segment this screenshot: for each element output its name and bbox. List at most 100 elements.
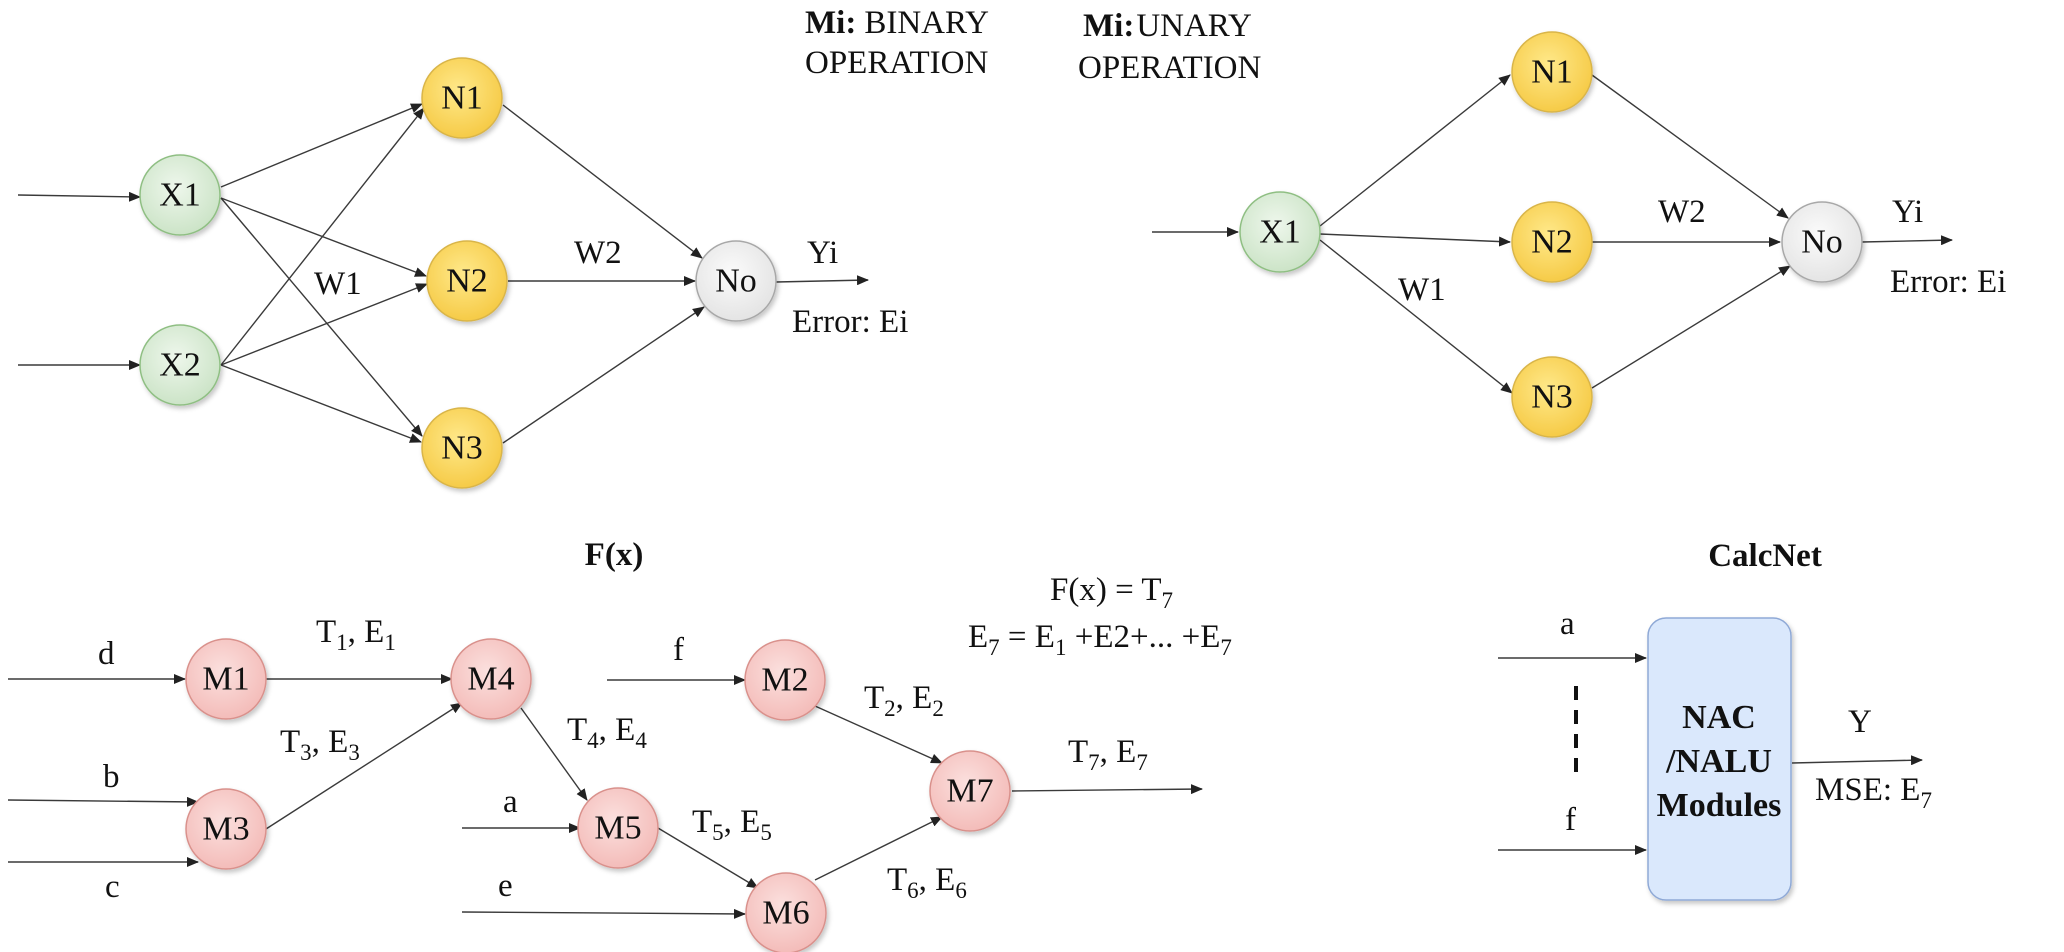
calcnet-input-label-f: f xyxy=(1565,802,1576,838)
fx-edge-m5-m6 xyxy=(657,827,759,889)
fx-edge-label-m4-m5: T4, E4 xyxy=(567,712,647,753)
unary-w1-label: W1 xyxy=(1398,272,1446,308)
fx-edge-label-m3-m4: T3, E3 xyxy=(280,724,360,765)
fx-formula-line-2: E7 = E1 +E2+... +E7 xyxy=(968,619,1232,660)
fx-edge-label-m1-m4: T1, E1 xyxy=(316,614,396,655)
binary-error-label: Error: Ei xyxy=(792,304,908,340)
unary-w2-label: W2 xyxy=(1658,194,1706,230)
unary-edge-x1-n1 xyxy=(1319,74,1511,227)
fx-node-m4: M4 xyxy=(450,638,532,720)
legend-unary: Mi:UNARY OPERATION xyxy=(1078,8,1262,86)
unary-node-n1: N1 xyxy=(1511,31,1593,113)
calcnet-box-line-3: Modules xyxy=(1657,787,1782,824)
fx-edge-m3-m4 xyxy=(265,702,463,830)
fx-edge-label-m5-m6: T5, E5 xyxy=(692,804,772,845)
binary-edge-n3-no xyxy=(502,306,705,444)
fx-node-m1: M1 xyxy=(185,638,267,720)
fx-input-label-e: e xyxy=(498,868,513,904)
fx-input-label-f: f xyxy=(673,632,684,668)
svg-text:X1: X1 xyxy=(1259,214,1301,251)
binary-node-n2: N2 xyxy=(426,240,508,322)
unary-node-x1: X1 xyxy=(1239,191,1321,273)
unary-edge-x1-n2 xyxy=(1319,233,1511,247)
fx-input-label-b: b xyxy=(103,759,120,795)
binary-w2-label: W2 xyxy=(574,235,622,271)
svg-text:N1: N1 xyxy=(441,80,483,117)
fx-edge-m6-m7 xyxy=(814,816,943,881)
fx-edge-m7-output xyxy=(1011,784,1203,795)
fx-title: F(x) xyxy=(585,537,644,573)
binary-input-arrow-x1 xyxy=(17,191,141,202)
fx-node-m7: M7 xyxy=(929,750,1011,832)
fx-input-arrow-e xyxy=(461,908,746,919)
calcnet-box-line-1: NAC xyxy=(1682,699,1756,736)
fx-edge-label-m7-output: T7, E7 xyxy=(1068,734,1148,775)
svg-text:Mi:BINARY: Mi:BINARY xyxy=(805,5,989,41)
legend-binary-key: Mi: xyxy=(805,5,856,41)
svg-text:M5: M5 xyxy=(594,810,641,847)
binary-edge-x2-n1 xyxy=(220,107,425,366)
svg-text:No: No xyxy=(1801,224,1843,261)
calcnet-module-box: NAC /NALU Modules xyxy=(1647,617,1792,901)
fx-node-m2: M2 xyxy=(744,639,826,721)
svg-text:M3: M3 xyxy=(202,811,249,848)
calcnet-output-label: Y xyxy=(1848,704,1872,740)
binary-edge-x1-n1 xyxy=(220,103,423,188)
fx-node-m3: M3 xyxy=(185,788,267,870)
legend-unary-key: Mi: xyxy=(1083,8,1134,44)
svg-text:M4: M4 xyxy=(467,661,514,698)
unary-error-label: Error: Ei xyxy=(1890,264,2006,300)
calcnet-box-line-2: /NALU xyxy=(1665,743,1772,780)
binary-network: W1 W2 Yi Error: Ei X1 X2 N1 N2 N3 No xyxy=(17,57,908,489)
binary-output-arrow xyxy=(775,275,869,286)
binary-node-no: No xyxy=(695,240,777,322)
fx-formula-line-1: F(x) = T7 xyxy=(1050,572,1173,613)
unary-edge-n3-no xyxy=(1591,265,1791,389)
binary-node-n3: N3 xyxy=(421,407,503,489)
fx-node-m6: M6 xyxy=(745,872,827,952)
legend-binary: Mi:BINARY OPERATION xyxy=(805,5,989,81)
legend-binary-text-2: OPERATION xyxy=(805,45,989,81)
unary-output-arrow xyxy=(1861,235,1953,246)
svg-text:M7: M7 xyxy=(946,773,993,810)
svg-text:No: No xyxy=(715,263,757,300)
svg-text:N3: N3 xyxy=(441,430,483,467)
fx-edge-m2-m7 xyxy=(814,705,943,764)
binary-w1-label: W1 xyxy=(314,266,362,302)
unary-network: W1 W2 Yi Error: Ei X1 N1 N2 N3 No xyxy=(1152,31,2006,438)
unary-edge-x1-n3 xyxy=(1319,239,1513,394)
svg-text:N1: N1 xyxy=(1531,54,1573,91)
calcnet-block: CalcNet a f NAC /NALU Modules Y MSE: E7 xyxy=(1498,538,1932,901)
unary-node-no: No xyxy=(1781,201,1863,283)
binary-edge-x1-n2 xyxy=(220,197,427,277)
calcnet-input-label-a: a xyxy=(1560,606,1575,642)
fx-input-label-c: c xyxy=(105,869,120,905)
svg-text:M6: M6 xyxy=(762,895,809,932)
svg-text:N2: N2 xyxy=(446,263,488,300)
unary-edge-n1-no xyxy=(1591,74,1789,219)
binary-node-n1: N1 xyxy=(421,57,503,139)
fx-edge-label-m6-m7: T6, E6 xyxy=(887,862,967,903)
binary-node-x2: X2 xyxy=(139,324,221,406)
legend-binary-text-1: BINARY xyxy=(864,5,989,41)
binary-edge-x2-n2 xyxy=(220,283,428,366)
svg-text:N3: N3 xyxy=(1531,379,1573,416)
calcnet-mse-label: MSE: E7 xyxy=(1815,772,1932,813)
calcnet-title: CalcNet xyxy=(1708,538,1822,574)
svg-text:X1: X1 xyxy=(159,177,201,214)
svg-text:N2: N2 xyxy=(1531,224,1573,261)
svg-text:X2: X2 xyxy=(159,347,201,384)
binary-edge-x2-n3 xyxy=(220,364,422,443)
unary-node-n2: N2 xyxy=(1511,201,1593,283)
fx-input-label-d: d xyxy=(98,636,115,672)
fx-edge-m4-m5 xyxy=(520,707,588,801)
legend-unary-text-1: UNARY xyxy=(1136,8,1252,44)
svg-text:M2: M2 xyxy=(761,662,808,699)
binary-output-label: Yi xyxy=(807,235,838,271)
svg-text:Mi:UNARY: Mi:UNARY xyxy=(1083,8,1252,44)
binary-node-x1: X1 xyxy=(139,154,221,236)
binary-edge-x1-n3 xyxy=(220,197,423,437)
fx-node-m5: M5 xyxy=(577,787,659,869)
binary-edge-n1-no xyxy=(502,104,703,259)
